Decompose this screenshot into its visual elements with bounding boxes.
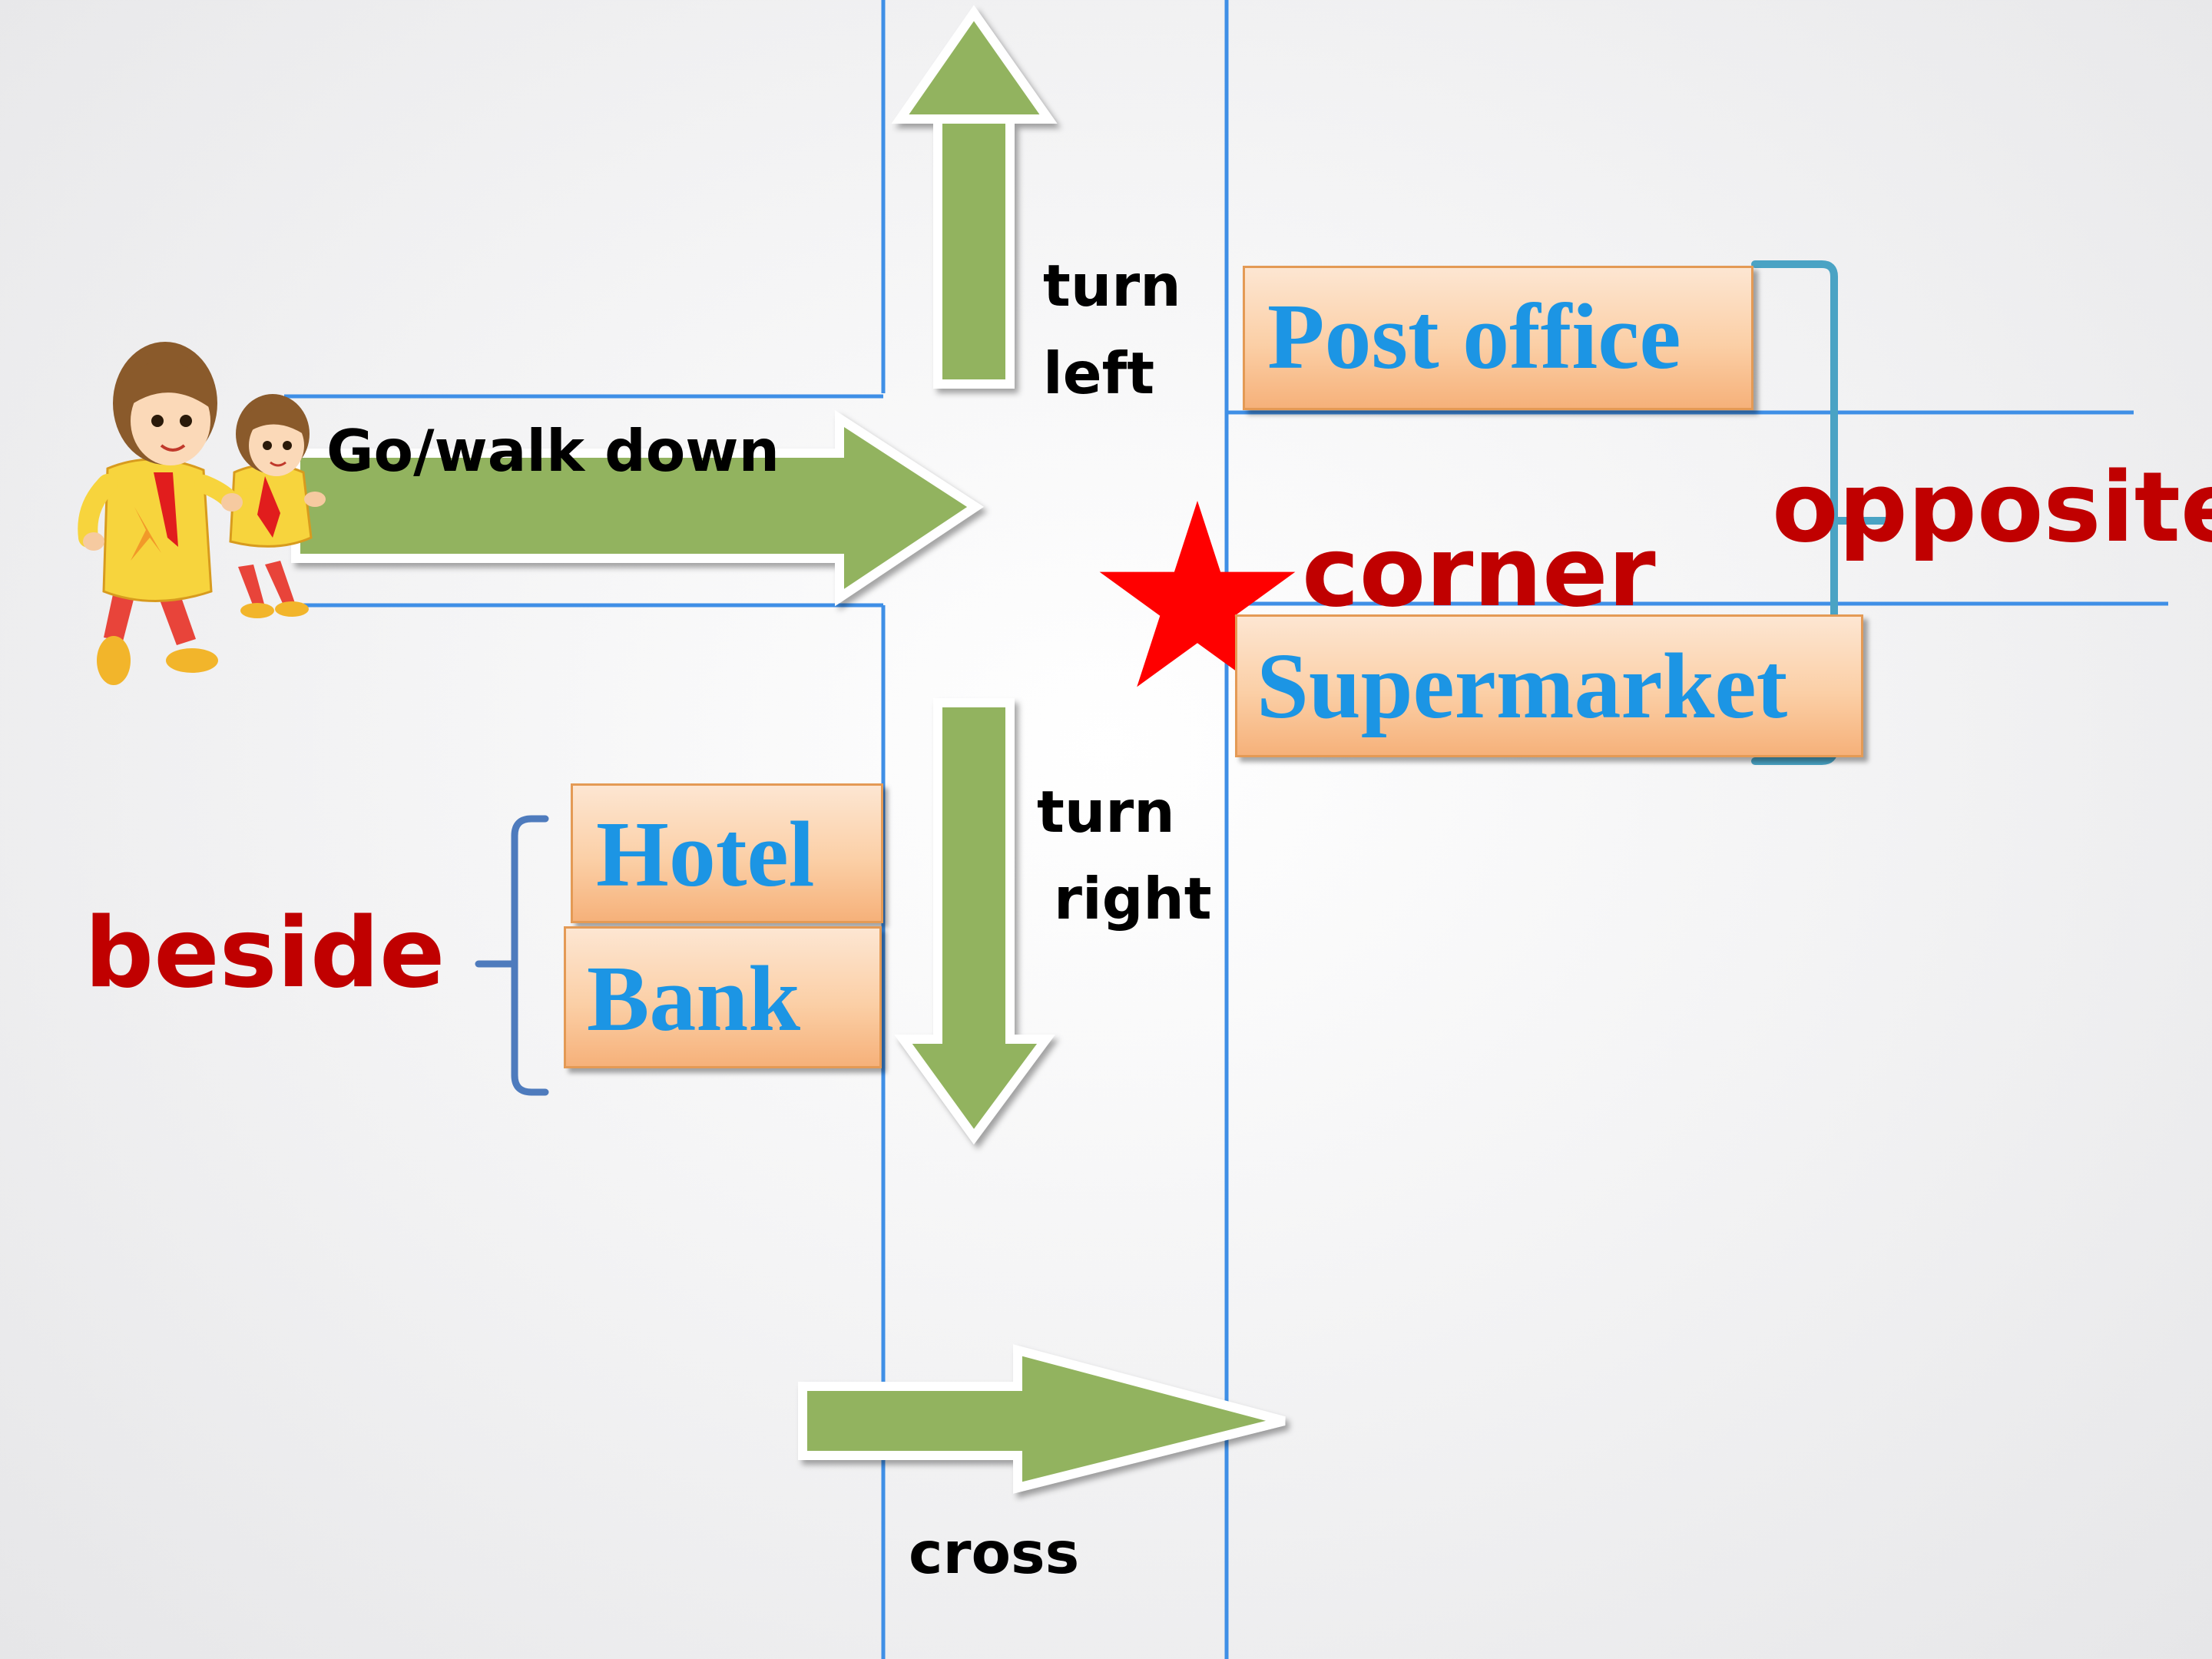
hotel-label: Hotel xyxy=(596,803,815,906)
post-office-label: Post office xyxy=(1267,285,1681,389)
arrow-go-walk-down xyxy=(291,409,984,607)
supermarket-box xyxy=(1235,614,1863,757)
hotel-box xyxy=(571,783,883,923)
direction-arrows xyxy=(291,5,1286,1494)
opposite-label: opposite xyxy=(1772,451,2212,564)
bracket-opposite xyxy=(1751,260,1889,765)
supermarket-label: Supermarket xyxy=(1257,634,1788,738)
red-star-icon xyxy=(1099,501,1296,687)
bank-box xyxy=(564,926,882,1068)
go-walk-down-label: Go/walk down xyxy=(326,417,780,485)
road-lines xyxy=(284,0,2168,1659)
turn-right-label-line1: turn xyxy=(1037,778,1175,846)
two-walking-children-icon xyxy=(78,342,326,685)
bank-label: Bank xyxy=(587,947,801,1051)
cross-label: cross xyxy=(909,1519,1080,1587)
beside-label: beside xyxy=(84,896,445,1009)
bracket-beside xyxy=(475,815,549,1096)
turn-left-label-line2: left xyxy=(1043,339,1155,407)
turn-left-label-line1: turn xyxy=(1043,252,1181,320)
corner-label: corner xyxy=(1302,515,1656,628)
small-child-figure xyxy=(229,394,326,618)
arrow-cross xyxy=(798,1344,1286,1494)
turn-right-label-line2: right xyxy=(1054,865,1212,932)
arrow-turn-left xyxy=(891,5,1058,389)
arrow-turn-right xyxy=(894,698,1055,1145)
post-office-box xyxy=(1243,266,1753,410)
big-child-figure xyxy=(78,342,243,685)
